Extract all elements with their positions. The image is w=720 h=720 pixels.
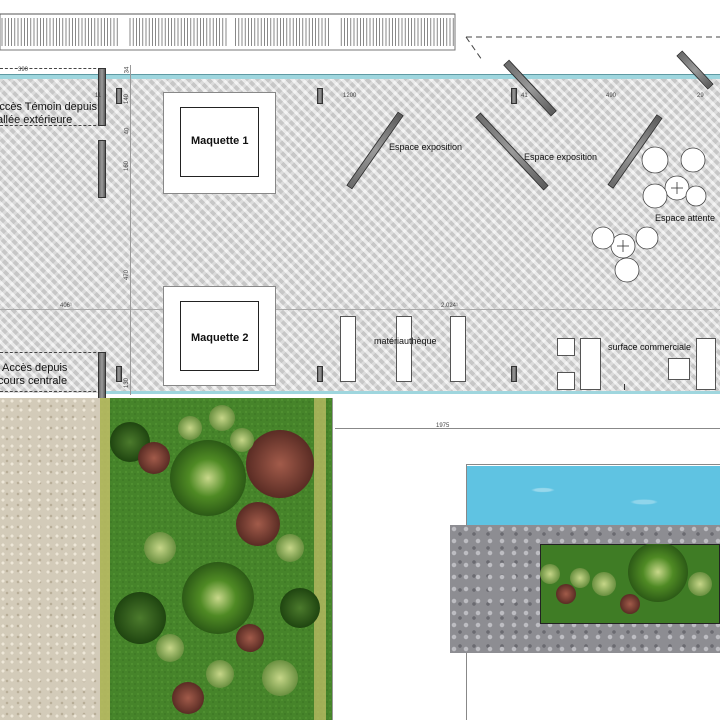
materiautheque-label: matériauthèque [374,336,437,346]
maquette-2-base [163,286,276,386]
wall-left-2 [98,140,106,198]
grid-line-v [130,65,131,395]
dim-line-1975 [335,428,720,429]
dim-406: 406¹ [60,303,73,309]
dim-1975: 1975 [436,423,450,429]
commerce-box-3 [668,358,690,380]
dim-140: 140 [124,93,131,105]
dim-40: 40 [124,127,131,135]
dim-160: 160 [124,160,131,172]
commerce-box-1 [557,338,575,356]
entrance-temoin-label: Accès Témoin depuis [0,101,97,113]
dim-1200: 1200 [343,93,357,99]
pool [467,466,720,526]
espace-exposition-label-1: Espace exposition [389,142,463,152]
waiting-area-seating [591,146,707,283]
commerce-box-2 [557,372,575,390]
dim-130: 130 [124,377,131,389]
dim-34: 34 [124,66,131,74]
top-building-strip [0,13,720,60]
dim-390: 390 [18,67,29,73]
post-6 [511,366,517,382]
maquette-1-label: Maquette 1 [191,135,249,147]
glass-facade-top [0,74,720,79]
dim-29: 29 [697,93,704,99]
dim-470: 470 [124,269,131,281]
gravel-path [0,398,100,720]
terrace-planter [540,544,720,624]
dim-2024: 2.024¹ [441,303,459,309]
grid-line-h [0,309,720,310]
espace-exposition-label-2: Espace exposition [524,152,598,162]
dim-490: 490 [606,93,617,99]
post-3 [511,88,517,104]
materiautheque-shelf-2 [396,316,412,382]
wall-left-1 [98,68,106,126]
garden-bed [100,398,332,720]
materiautheque-shelf-3 [450,316,466,382]
entrance-cours-label-2: cours centrale [0,375,68,387]
entrance-temoin-label-2: allée extérieure [0,114,73,126]
commerce-tick [624,384,625,390]
post-5 [317,366,323,382]
boundary-line-v [332,398,333,720]
espace-attente-label: Espace attente [655,213,716,223]
glass-facade-bottom [105,391,720,394]
maquette-2-model [180,301,259,371]
materiautheque-shelf-1 [340,316,356,382]
dim-41: 41 [521,93,528,99]
entrance-cours-label: Accès depuis [2,362,68,374]
commerce-counter-2 [696,338,716,390]
post-2 [317,88,323,104]
maquette-2-label: Maquette 2 [191,332,249,344]
maquette-1-base [163,92,276,194]
commerce-counter-1 [580,338,601,390]
maquette-1-model [180,107,259,177]
post-1 [116,88,122,104]
dim-11: 11 [95,93,102,99]
post-4 [116,366,122,382]
surface-commerciale-label: surface commerciale [608,342,692,352]
